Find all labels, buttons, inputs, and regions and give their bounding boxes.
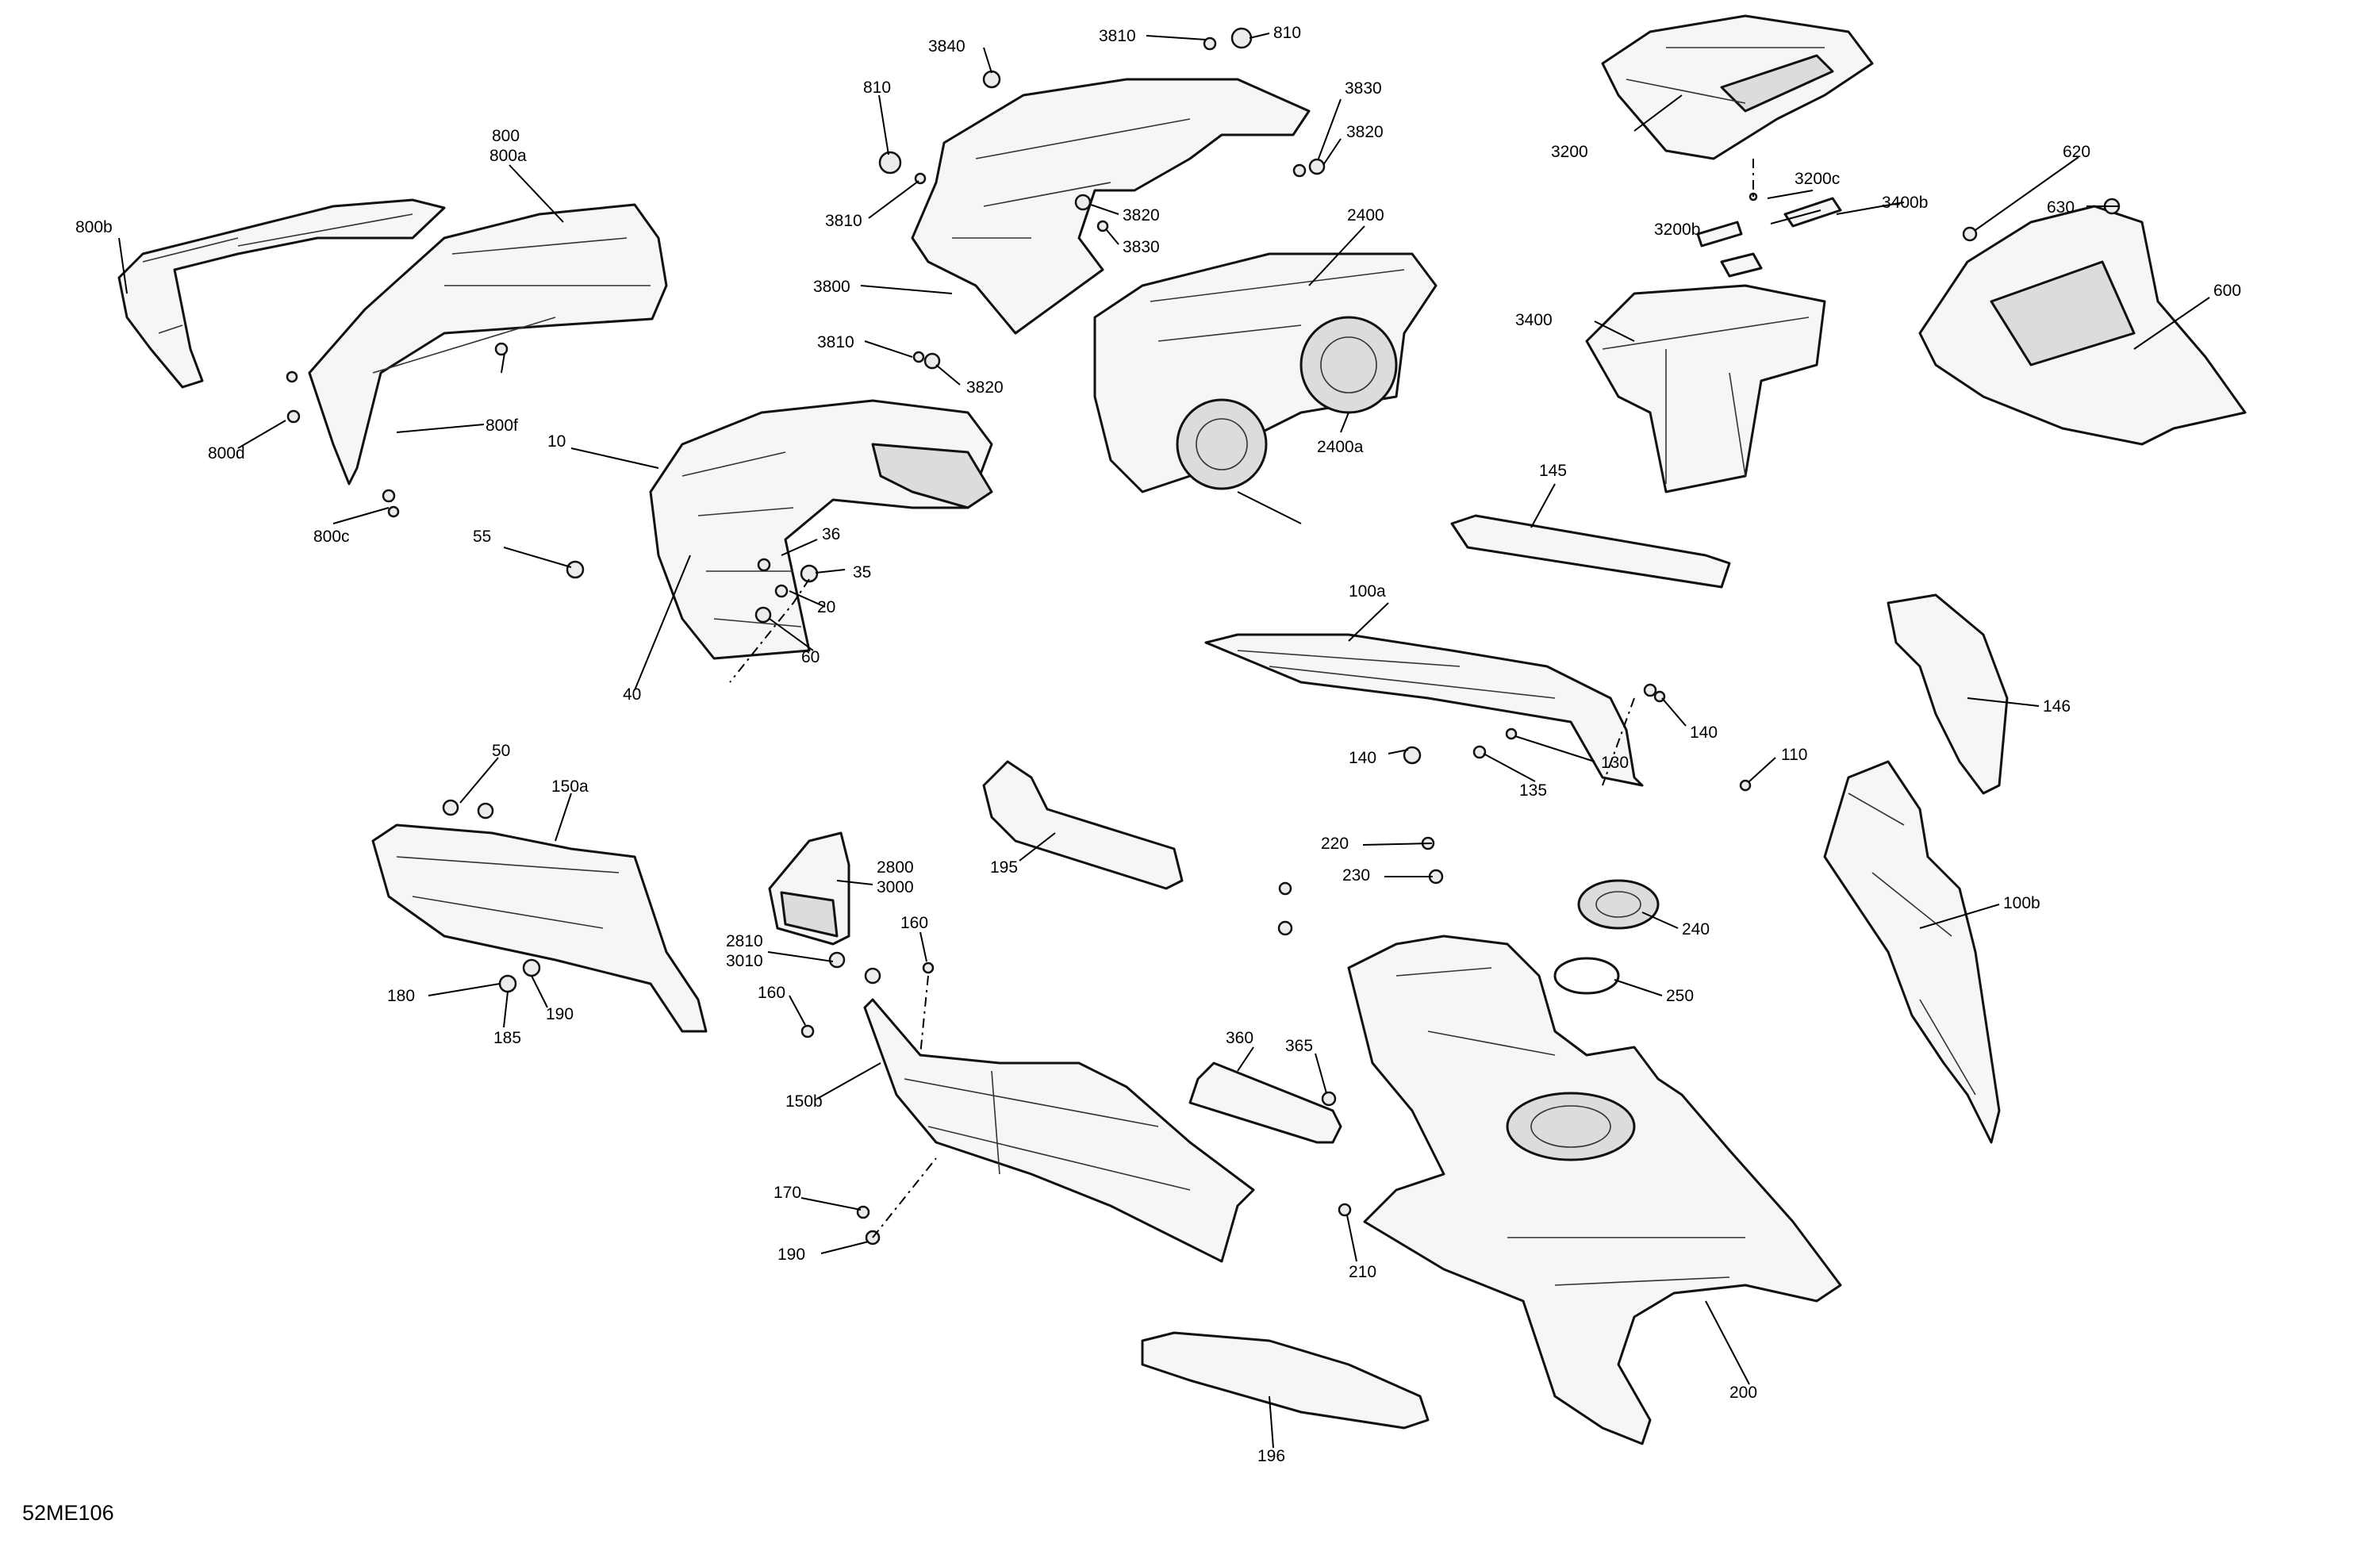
callout-label: 800 xyxy=(492,127,520,145)
part-3400-bin xyxy=(1585,284,1826,493)
part-3800-upper-cowl xyxy=(911,78,1311,335)
callout-label: 40 xyxy=(623,685,641,704)
callout-label: 135 xyxy=(1519,781,1547,800)
callout-label: 10 xyxy=(547,432,566,451)
part-145-strip xyxy=(1450,514,1731,589)
callout-label: 180 xyxy=(387,987,415,1005)
callout-label: 110 xyxy=(1781,746,1807,764)
part-2400-headlight xyxy=(1093,252,1438,493)
callout-label: 3820 xyxy=(966,378,1004,397)
callout-labels: 3810 810 3840 810 3830 3820 3810 3820 38… xyxy=(75,24,2241,1465)
callout-label: 800f xyxy=(486,416,518,435)
callout-label: 3810 xyxy=(825,212,862,230)
callout-label: 50 xyxy=(492,742,510,760)
callout-label: 220 xyxy=(1321,835,1349,853)
callout-label: 146 xyxy=(2043,697,2071,716)
callout-label: 150b xyxy=(785,1092,823,1111)
callout-label: 620 xyxy=(2063,143,2090,161)
callout-label: 190 xyxy=(546,1005,574,1023)
callout-label: 100a xyxy=(1349,582,1386,601)
callout-label: 250 xyxy=(1666,987,1694,1005)
part-195-strip xyxy=(982,760,1184,890)
callout-label: 3800 xyxy=(813,278,850,296)
callout-label: 810 xyxy=(1273,24,1301,42)
callout-label: 240 xyxy=(1682,920,1710,938)
assembly-lines xyxy=(729,159,1754,1238)
callout-label: 35 xyxy=(853,563,871,582)
callout-label: 800d xyxy=(208,444,245,463)
callout-label: 3200b xyxy=(1654,221,1700,239)
callout-label: 3400b xyxy=(1882,194,1928,212)
callout-label: 200 xyxy=(1729,1384,1757,1402)
part-240-ring xyxy=(1577,879,1660,930)
callout-label: 3400 xyxy=(1515,311,1553,329)
callout-label: 140 xyxy=(1349,749,1376,767)
part-250-seal xyxy=(1553,957,1620,995)
callout-label: 160 xyxy=(758,984,785,1002)
callout-label: 140 xyxy=(1690,724,1718,742)
callout-label: 2400a xyxy=(1317,438,1364,456)
callout-label: 3830 xyxy=(1123,238,1160,256)
callout-label: 160 xyxy=(900,914,928,932)
callout-label: 20 xyxy=(817,598,835,616)
callout-label: 360 xyxy=(1226,1029,1253,1047)
part-800-fairing xyxy=(308,203,668,486)
part-100b-rear-panel xyxy=(1823,760,2001,1144)
callout-label: 3810 xyxy=(1099,27,1136,45)
callout-label: 170 xyxy=(774,1184,801,1202)
callout-label: 2800 xyxy=(877,858,914,877)
callout-label: 3000 xyxy=(877,878,914,896)
part-600-instrument-housing xyxy=(1918,205,2247,446)
part-360-bracket xyxy=(1188,1061,1342,1144)
callout-label: 100b xyxy=(2003,894,2040,912)
callout-label: 55 xyxy=(473,528,491,546)
callout-label: 800b xyxy=(75,218,113,236)
part-196-lower-strip xyxy=(1141,1331,1430,1430)
callout-label: 230 xyxy=(1342,866,1370,885)
callout-label: 210 xyxy=(1349,1263,1376,1281)
callout-label: 3200 xyxy=(1551,143,1588,161)
callout-label: 3200c xyxy=(1795,170,1840,188)
callout-label: 365 xyxy=(1285,1037,1313,1055)
callout-label: 3840 xyxy=(928,37,965,56)
callout-label: 2400 xyxy=(1347,206,1384,225)
part-200-main-body xyxy=(1347,935,1842,1445)
leader-lines xyxy=(118,33,2210,1449)
callout-label: 36 xyxy=(822,525,840,543)
diagram-reference-id: 52ME106 xyxy=(22,1501,114,1525)
part-150a-side-panel xyxy=(371,823,708,1033)
callout-label: 3820 xyxy=(1123,206,1160,225)
callout-label: 800c xyxy=(313,528,350,546)
part-800b-trim xyxy=(117,198,446,389)
callout-label: 810 xyxy=(863,79,891,97)
part-10-front-housing xyxy=(649,399,993,660)
part-100a-side-panel xyxy=(1204,633,1644,787)
callout-label: 630 xyxy=(2047,198,2075,217)
callout-label: 195 xyxy=(990,858,1018,877)
callout-label: 145 xyxy=(1539,462,1567,480)
callout-label: 600 xyxy=(2213,282,2241,300)
callout-label: 3820 xyxy=(1346,123,1384,141)
callout-label: 60 xyxy=(801,648,820,666)
callout-label: 150a xyxy=(551,777,589,796)
callout-label: 800a xyxy=(489,147,527,165)
callout-label: 3810 xyxy=(817,333,854,351)
callout-label: 2810 xyxy=(726,932,763,950)
part-3200-cover xyxy=(1601,14,1874,160)
callout-label: 190 xyxy=(777,1246,805,1264)
callout-label: 3830 xyxy=(1345,79,1382,98)
callout-label: 196 xyxy=(1257,1447,1285,1465)
callout-label: 130 xyxy=(1601,754,1629,772)
part-150b-lower-panel xyxy=(863,998,1255,1263)
part-2800-footrest xyxy=(768,831,850,946)
part-146-side-strip xyxy=(1887,593,2009,795)
callout-label: 3010 xyxy=(726,952,763,970)
callout-label: 185 xyxy=(493,1029,521,1047)
